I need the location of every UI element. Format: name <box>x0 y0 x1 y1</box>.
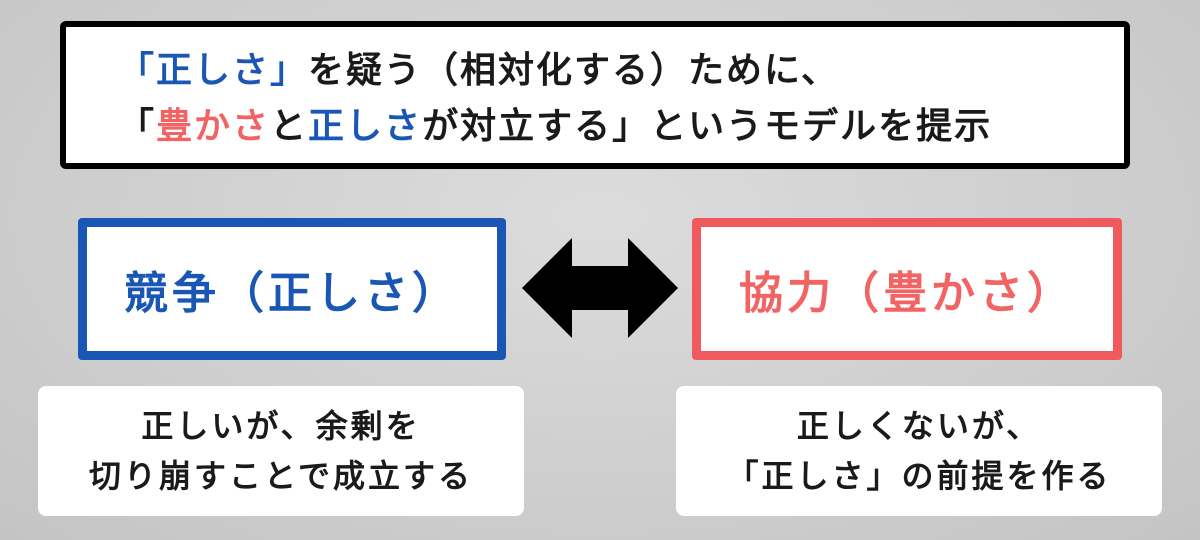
cooperation-note-line-1: 正しくないが、 <box>796 407 1042 445</box>
header-line-2: 「豊かさと正しさが対立する」というモデルを提示 <box>118 99 1124 155</box>
quote-open: 「 <box>118 106 157 147</box>
cooperation-note: 正しくないが、 「正しさ」の前提を作る <box>676 386 1162 516</box>
cooperation-note-line-2: 「正しさ」の前提を作る <box>726 457 1112 495</box>
yutakasa-term: 豊かさ <box>156 106 271 147</box>
header-line-2-rest: が対立する」というモデルを提示 <box>422 106 993 147</box>
conjunction-to: と <box>270 106 309 147</box>
competition-box: 競争（正しさ） <box>78 218 506 360</box>
tadashisa-term: 正しさ <box>308 106 423 147</box>
competition-label: 競争（正しさ） <box>124 268 460 319</box>
competition-note-line-1: 正しいが、余剰を <box>141 407 421 445</box>
quote-open: 「 <box>118 50 157 91</box>
quote-close: 」 <box>270 50 309 91</box>
header-line-1-rest: を疑う（相対化する）ために、 <box>308 50 839 91</box>
header-line-1: 「正しさ」を疑う（相対化する）ために、 <box>118 43 1124 99</box>
tadashisa-term: 正しさ <box>156 50 271 91</box>
double-headed-arrow-icon <box>522 238 678 338</box>
cooperation-label: 協力（豊かさ） <box>739 268 1075 319</box>
competition-note-line-2: 切り崩すことで成立する <box>88 457 474 495</box>
header-box: 「正しさ」を疑う（相対化する）ために、 「豊かさと正しさが対立する」というモデル… <box>60 21 1130 169</box>
cooperation-box: 協力（豊かさ） <box>692 218 1122 360</box>
competition-note: 正しいが、余剰を 切り崩すことで成立する <box>38 386 524 516</box>
